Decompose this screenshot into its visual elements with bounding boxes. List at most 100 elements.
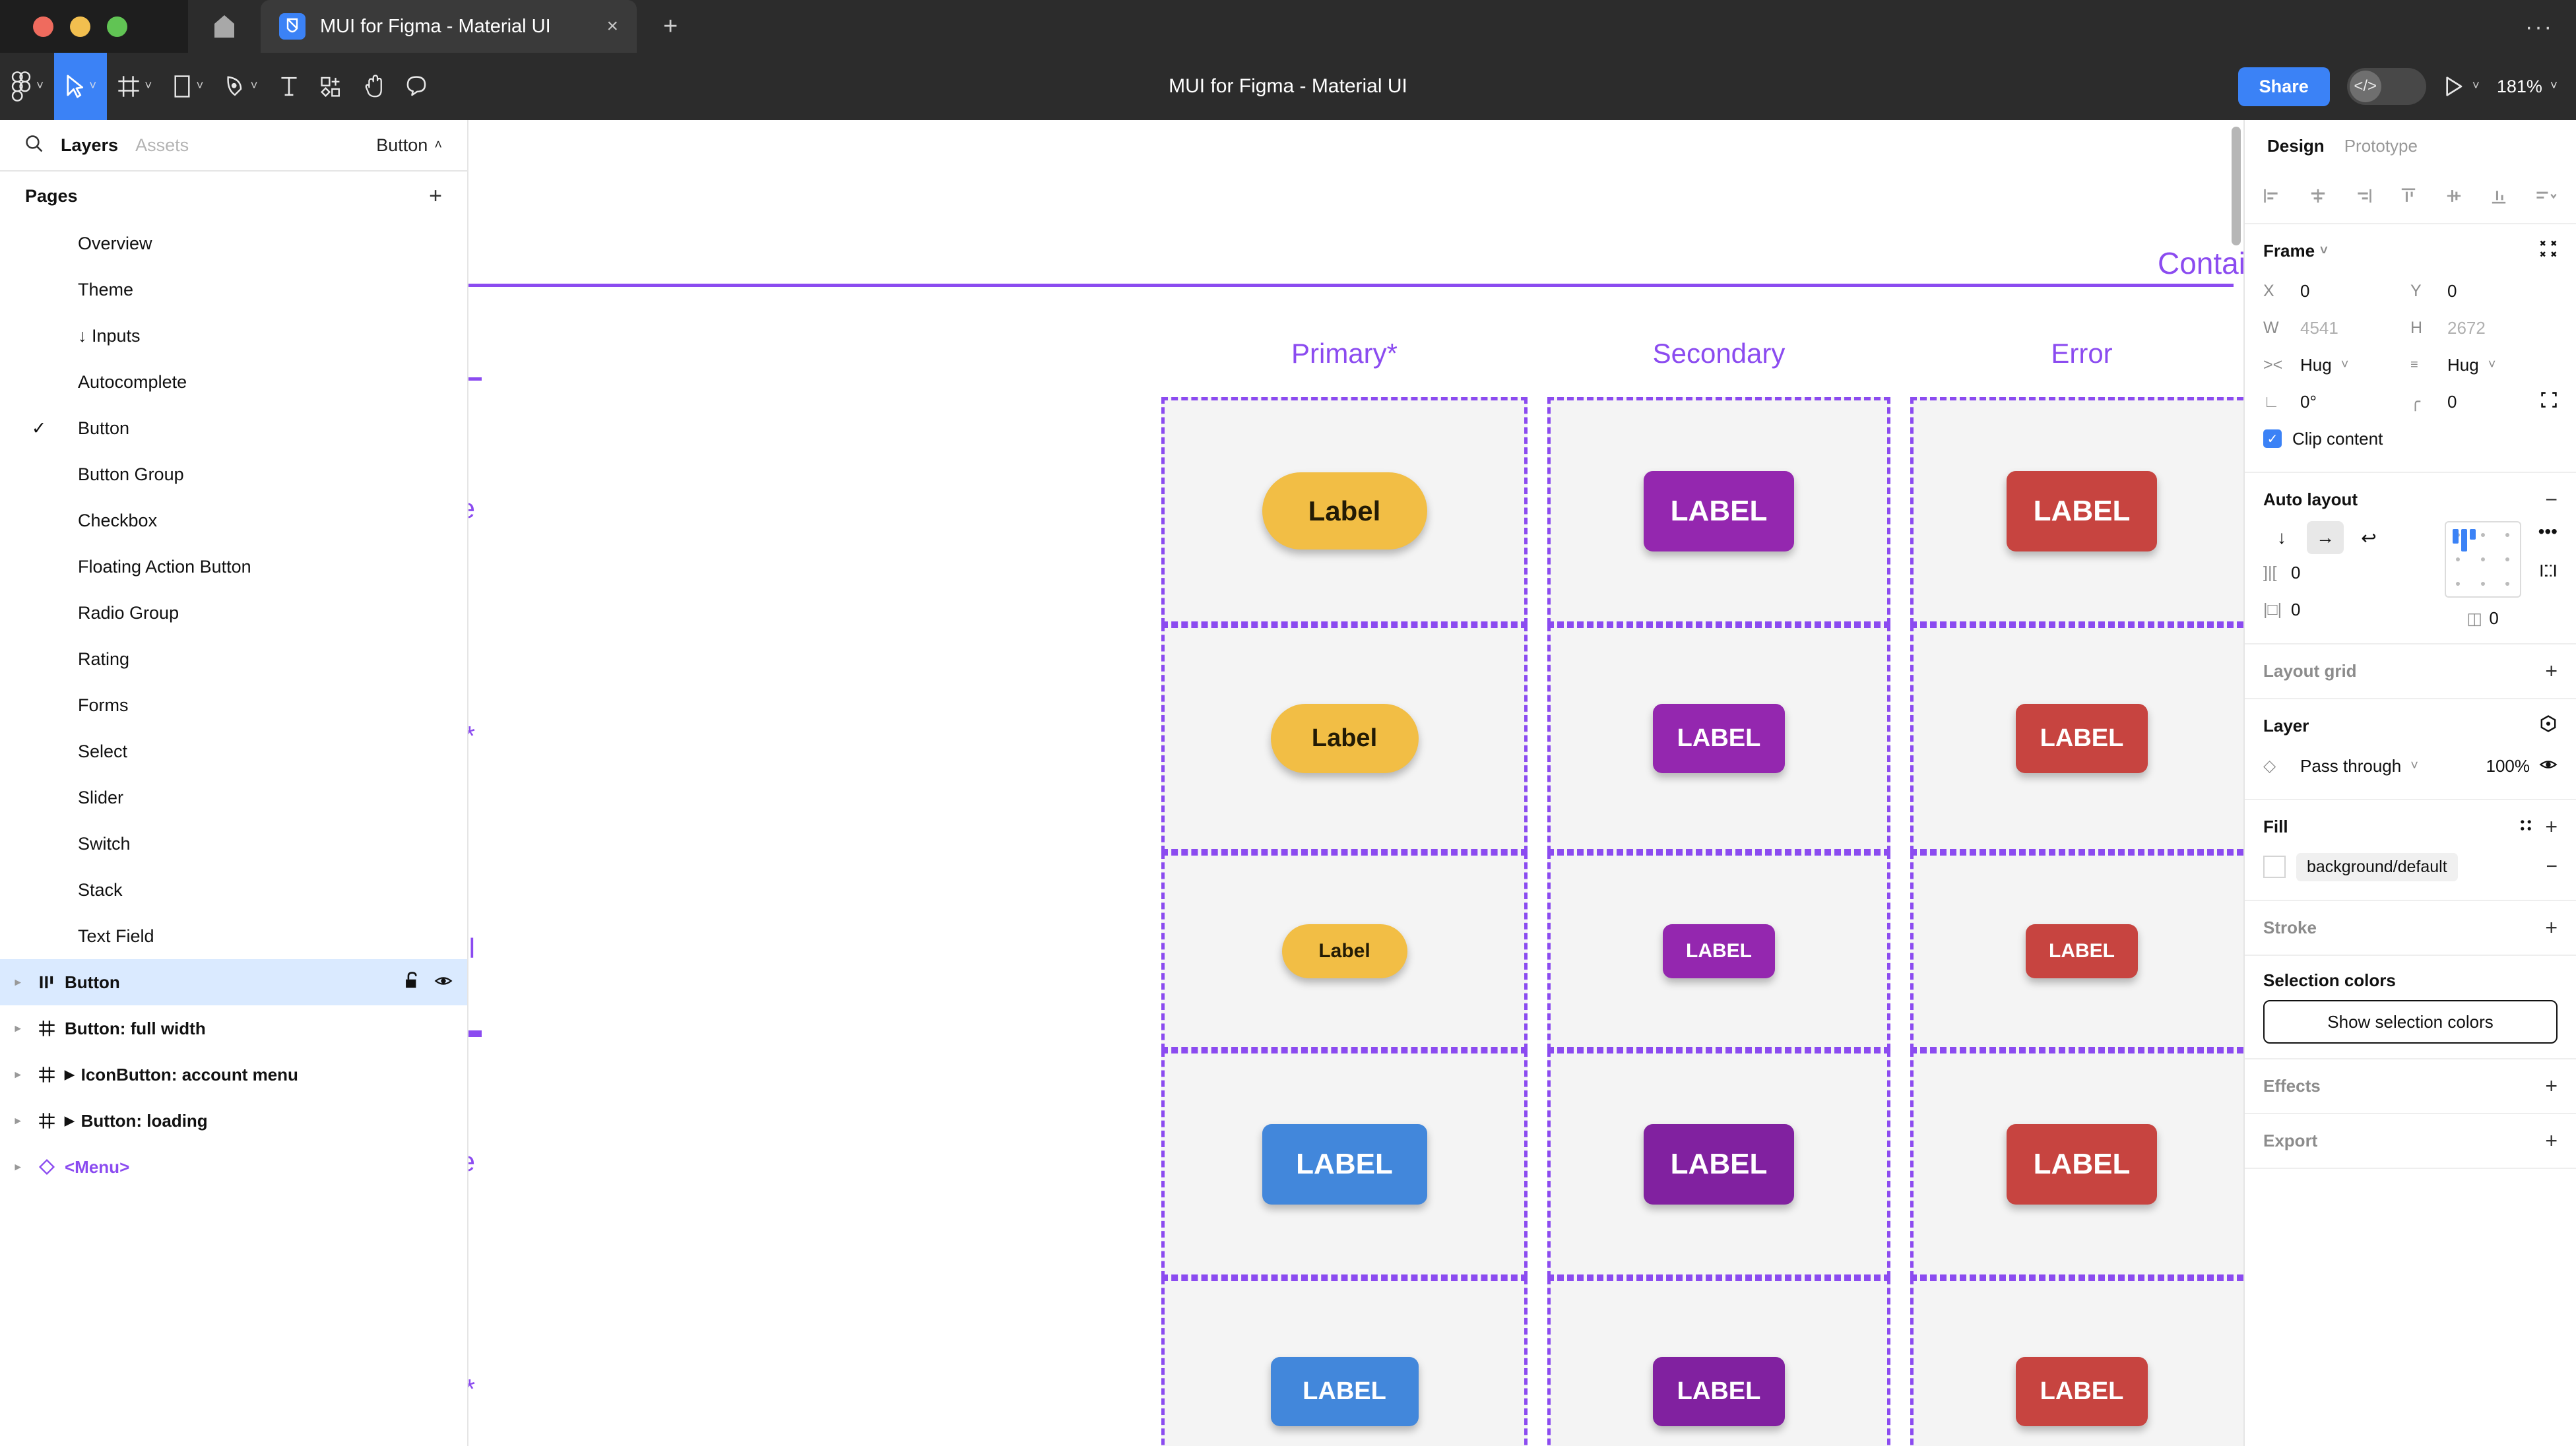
add-effect-button[interactable]: + xyxy=(2545,1074,2558,1098)
search-icon[interactable] xyxy=(25,135,44,156)
text-tool-icon[interactable] xyxy=(269,53,309,120)
sidebar-page-item[interactable]: Theme xyxy=(0,267,467,313)
tab-layers[interactable]: Layers xyxy=(61,135,119,155)
dev-mode-toggle[interactable]: </> xyxy=(2346,68,2426,105)
share-button[interactable]: Share xyxy=(2238,67,2330,106)
sidebar-page-item[interactable]: Stack xyxy=(0,867,467,913)
unlock-icon[interactable] xyxy=(404,971,420,994)
expand-caret-icon[interactable]: ▸ xyxy=(15,1022,21,1034)
horizontal-padding-field[interactable]: |□| 0 xyxy=(2263,591,2428,628)
add-fill-button[interactable]: + xyxy=(2545,815,2558,838)
close-tab-button[interactable]: × xyxy=(606,15,618,37)
expand-caret-icon[interactable]: ▸ xyxy=(15,1068,21,1081)
sidebar-page-item[interactable]: Text Field xyxy=(0,913,467,959)
sidebar-page-item[interactable]: Overview xyxy=(0,220,467,267)
show-selection-colors-button[interactable]: Show selection colors xyxy=(2263,1000,2558,1044)
window-menu-button[interactable]: ··· xyxy=(2525,15,2554,40)
sidebar-page-item[interactable]: Rating xyxy=(0,636,467,682)
pen-tool-icon[interactable]: ˅ xyxy=(214,53,268,120)
layer-row[interactable]: ▸Button: full width xyxy=(0,1005,467,1052)
layer-expand-arrow-icon[interactable]: ▶ xyxy=(65,1114,75,1128)
x-field[interactable]: X 0 xyxy=(2263,281,2410,301)
rotation-field[interactable]: ∟ 0° xyxy=(2263,392,2410,412)
zoom-level-selector[interactable]: 181% ˅ xyxy=(2497,77,2558,97)
present-button[interactable]: ˅ xyxy=(2443,76,2480,97)
resources-icon[interactable] xyxy=(309,53,353,120)
direction-wrap-button[interactable]: ↩ xyxy=(2361,527,2377,548)
preview-button[interactable]: LABEL xyxy=(1663,924,1775,978)
align-bottom-icon[interactable] xyxy=(2490,187,2508,208)
preview-button[interactable]: Label xyxy=(1262,472,1427,550)
preview-button[interactable]: LABEL xyxy=(2016,1357,2148,1426)
visibility-eye-icon[interactable] xyxy=(434,972,453,993)
preview-button[interactable]: LABEL xyxy=(1262,1123,1427,1205)
strokes-included-icon[interactable] xyxy=(2539,562,2558,582)
align-vertical-center-icon[interactable] xyxy=(2445,187,2463,208)
corner-radius-field[interactable]: ╭ 0 xyxy=(2410,391,2558,413)
hand-tool-icon[interactable] xyxy=(353,53,395,120)
add-page-button[interactable]: + xyxy=(429,183,442,208)
visibility-eye-icon[interactable] xyxy=(2539,756,2558,776)
horizontal-resizing-select[interactable]: >< Hug ˅ xyxy=(2263,355,2410,375)
layer-row[interactable]: ▸▶IconButton: account menu xyxy=(0,1052,467,1098)
fill-style-name[interactable]: background/default xyxy=(2296,852,2458,881)
preview-button[interactable]: LABEL xyxy=(1644,470,1794,551)
distribute-menu-icon[interactable] xyxy=(2535,187,2558,208)
remove-auto-layout-button[interactable]: − xyxy=(2545,487,2558,511)
y-field[interactable]: Y 0 xyxy=(2410,281,2558,301)
layer-row[interactable]: ▸<Menu> xyxy=(0,1144,467,1190)
sidebar-page-item[interactable]: Switch xyxy=(0,821,467,867)
sidebar-page-item[interactable]: Select xyxy=(0,728,467,774)
vertical-padding-field[interactable]: ◫ 0 xyxy=(2466,608,2498,629)
sidebar-page-item[interactable]: ↓ Inputs xyxy=(0,313,467,359)
preview-button[interactable]: LABEL xyxy=(1644,1123,1794,1205)
align-right-icon[interactable] xyxy=(2354,187,2372,208)
blend-mode-select[interactable]: ◇ Pass through ˅ xyxy=(2263,756,2469,776)
add-layout-grid-button[interactable]: + xyxy=(2545,659,2558,683)
close-window-button[interactable] xyxy=(33,16,53,37)
expand-caret-icon[interactable]: ▸ xyxy=(15,976,21,988)
preview-button[interactable]: LABEL xyxy=(1653,1357,1785,1426)
height-field[interactable]: H 2672 xyxy=(2410,318,2558,338)
sidebar-page-item[interactable]: Autocomplete xyxy=(0,359,467,405)
minimize-window-button[interactable] xyxy=(70,16,90,37)
independent-corners-icon[interactable] xyxy=(2540,391,2558,413)
align-horizontal-center-icon[interactable] xyxy=(2309,187,2327,208)
home-button[interactable] xyxy=(188,0,261,53)
vertical-resizing-select[interactable]: ≡ Hug ˅ xyxy=(2410,355,2558,375)
preview-button[interactable]: LABEL xyxy=(2007,1123,2157,1205)
page-selector[interactable]: Button ˄ xyxy=(376,135,442,156)
align-top-icon[interactable] xyxy=(2399,187,2418,208)
layer-settings-icon[interactable] xyxy=(2539,714,2558,738)
direction-vertical-button[interactable]: ↓ xyxy=(2277,527,2286,548)
opacity-field[interactable]: 100% xyxy=(2469,756,2558,776)
remove-fill-button[interactable]: − xyxy=(2546,856,2558,877)
sidebar-page-item[interactable]: Button Group xyxy=(0,451,467,497)
auto-layout-alignment-pad[interactable] xyxy=(2444,521,2521,598)
tab-prototype[interactable]: Prototype xyxy=(2344,135,2418,156)
tab-design[interactable]: Design xyxy=(2267,135,2325,156)
comment-tool-icon[interactable] xyxy=(395,53,437,120)
tab-assets[interactable]: Assets xyxy=(135,135,189,155)
sidebar-page-item[interactable]: Floating Action Button xyxy=(0,544,467,590)
layer-expand-arrow-icon[interactable]: ▶ xyxy=(65,1067,75,1082)
layer-row[interactable]: ▸Button xyxy=(0,959,467,1005)
sidebar-page-item[interactable]: Checkbox xyxy=(0,497,467,544)
clip-content-checkbox[interactable]: ✓ xyxy=(2263,429,2282,448)
preview-button[interactable]: LABEL xyxy=(1653,704,1785,773)
sidebar-page-item[interactable]: Forms xyxy=(0,682,467,728)
maximize-window-button[interactable] xyxy=(107,16,127,37)
sidebar-page-item[interactable]: Radio Group xyxy=(0,590,467,636)
move-tool-icon[interactable]: ˅ xyxy=(54,53,108,120)
chevron-down-icon[interactable]: ˅ xyxy=(2320,243,2328,258)
canvas-scrollbar[interactable] xyxy=(2232,127,2241,245)
fill-color-swatch[interactable] xyxy=(2263,856,2286,878)
add-export-button[interactable]: + xyxy=(2545,1129,2558,1152)
frame-title-label[interactable]: Contained xyxy=(2158,246,2243,280)
sidebar-page-item[interactable]: ✓Button xyxy=(0,405,467,451)
shape-tool-icon[interactable]: ˅ xyxy=(162,53,214,120)
expand-caret-icon[interactable]: ▸ xyxy=(15,1114,21,1127)
design-canvas[interactable]: ContainedPrimary*SecondaryErrorWarningLa… xyxy=(468,120,2243,1446)
browser-tab[interactable]: MUI for Figma - Material UI × xyxy=(261,0,637,53)
resize-to-fit-icon[interactable] xyxy=(2539,239,2558,263)
